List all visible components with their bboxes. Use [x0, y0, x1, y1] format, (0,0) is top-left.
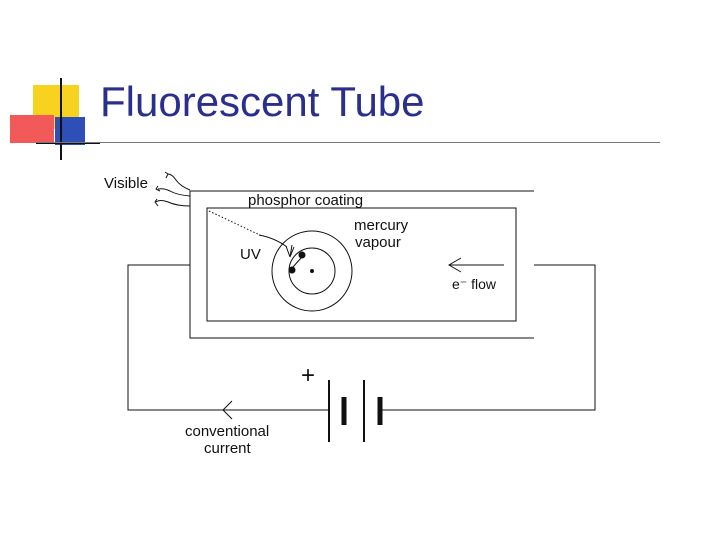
visible-light-arrowhead-3 — [154, 198, 159, 207]
visible-light-squiggle-3 — [155, 200, 191, 207]
mercury-atom-outer-orbit — [271, 230, 353, 312]
uv-label: UV — [240, 246, 261, 263]
electron-inner — [288, 266, 296, 274]
visible-light-arrowhead-1 — [164, 171, 169, 179]
uv-emission-arrow — [285, 244, 295, 258]
current-label: current — [204, 440, 252, 457]
electron-flow-arrowhead — [448, 257, 462, 273]
mercury-label: mercury — [354, 217, 409, 234]
phosphor-coating-label: phosphor coating — [248, 192, 363, 209]
positive-terminal-label: + — [301, 362, 315, 389]
conventional-label: conventional — [185, 423, 269, 440]
vapour-label: vapour — [355, 234, 401, 251]
mercury-nucleus — [310, 269, 314, 273]
circuit-wire-left — [127, 264, 330, 411]
slide-title: Fluorescent Tube — [100, 78, 425, 125]
visible-light-squiggle-2 — [157, 188, 191, 197]
visible-label: Visible — [104, 175, 148, 192]
tube-inner-chamber — [206, 207, 517, 322]
electron-transition-line — [292, 257, 302, 268]
circuit-wire-right — [380, 264, 596, 411]
visible-light-arrowhead-2 — [155, 185, 161, 192]
conventional-current-arrowhead — [222, 400, 233, 420]
uv-leader-line — [258, 234, 288, 248]
phosphor-dotted-line — [208, 210, 263, 237]
bullet-red-square — [10, 115, 54, 143]
title-underline — [36, 142, 660, 143]
electron-flow-label: e⁻ flow — [452, 276, 497, 292]
electron-outer — [298, 251, 306, 259]
title-bullet-graphic — [10, 78, 100, 160]
visible-light-squiggle-1 — [167, 173, 191, 191]
